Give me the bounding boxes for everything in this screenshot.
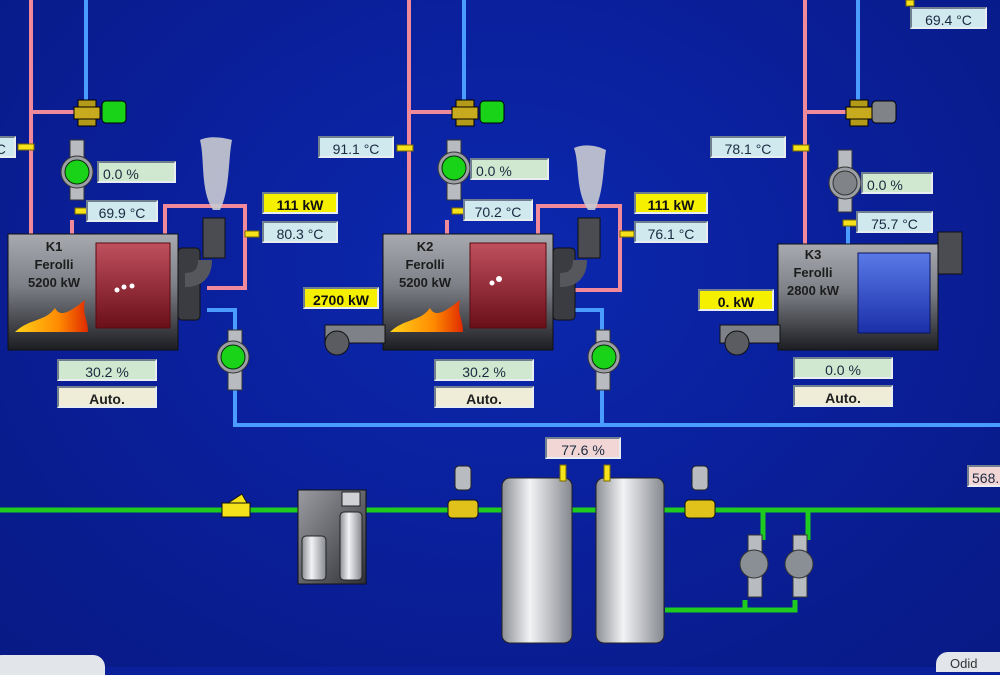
water-pump-1 [739, 534, 769, 598]
k1-flue-power[interactable]: 111 kW [262, 192, 338, 214]
boiler-k1-label: K1 Ferolli 5200 kW [14, 238, 94, 292]
boiler-id: K1 [45, 239, 63, 254]
temperature-sensors [17, 0, 915, 238]
strainer [221, 493, 251, 518]
storage-tank-2 [595, 464, 665, 644]
boiler-k1 [7, 137, 232, 351]
mixing-valve-k3 [845, 99, 897, 127]
boiler-capacity: 2800 kW [786, 283, 840, 298]
boiler-brand: Ferolli [34, 257, 74, 272]
motor-valve-1 [447, 465, 479, 519]
k3-burner-power[interactable]: 0. kW [698, 289, 774, 311]
k3-load[interactable]: 0.0 % [793, 357, 893, 379]
k2-supply-temp[interactable]: 91.1 °C [318, 136, 394, 158]
k2-flue-power[interactable]: 111 kW [634, 192, 708, 214]
bottom-left-tab[interactable] [0, 655, 105, 675]
circulation-pump-k2 [587, 329, 621, 391]
k3-supply-temp[interactable]: 78.1 °C [710, 136, 786, 158]
water-pipes [0, 507, 1000, 613]
bottom-right-tab[interactable]: Odid [936, 652, 1000, 672]
storage-tank-1 [501, 464, 573, 644]
boiler-capacity: 5200 kW [27, 275, 81, 290]
header-temp[interactable]: 69.4 °C [910, 7, 987, 29]
water-pump-2 [784, 534, 814, 598]
k1-load[interactable]: 30.2 % [57, 359, 157, 381]
motor-valve-2 [684, 465, 716, 519]
k3-return-temp[interactable]: 75.7 °C [856, 211, 933, 233]
k1-flue-temp[interactable]: 80.3 °C [262, 221, 338, 243]
boiler-id: K3 [804, 247, 822, 262]
k2-flue-temp[interactable]: 76.1 °C [634, 221, 708, 243]
supply-pipes [29, 0, 850, 292]
k3-mode-button[interactable]: Auto. [793, 385, 893, 407]
pump-k3 [828, 149, 862, 213]
k2-mode-button[interactable]: Auto. [434, 386, 534, 408]
k1-pump-speed[interactable]: 0.0 % [97, 161, 176, 183]
boiler-brand: Ferolli [405, 257, 445, 272]
boiler-k3 [719, 231, 963, 356]
boiler-k3-label: K3 Ferolli 2800 kW [778, 246, 848, 300]
water-softener [297, 489, 367, 585]
mixing-valve-k2 [451, 99, 505, 127]
boiler-brand: Ferolli [793, 265, 833, 280]
mixing-valve-k1 [73, 99, 127, 127]
k3-pump-speed[interactable]: 0.0 % [861, 172, 933, 194]
boiler-k2 [324, 145, 606, 356]
k2-burner-power[interactable]: 2700 kW [303, 287, 379, 309]
k2-load[interactable]: 30.2 % [434, 359, 534, 381]
k1-mode-button[interactable]: Auto. [57, 386, 157, 408]
pump-k2 [437, 139, 471, 201]
boiler-id: K2 [416, 239, 434, 254]
k2-pump-speed[interactable]: 0.0 % [470, 158, 549, 180]
boiler-k2-label: K2 Ferolli 5200 kW [385, 238, 465, 292]
k2-return-temp[interactable]: 70.2 °C [463, 199, 533, 221]
circulation-pump-k1 [216, 329, 250, 391]
k1-return-temp[interactable]: 69.9 °C [86, 200, 158, 222]
k1-supply-temp-partial[interactable]: °C [0, 136, 16, 158]
water-meter-value[interactable]: 568. [967, 465, 1000, 487]
tank-level[interactable]: 77.6 % [545, 437, 621, 459]
pump-k1 [60, 139, 94, 201]
boiler-capacity: 5200 kW [398, 275, 452, 290]
